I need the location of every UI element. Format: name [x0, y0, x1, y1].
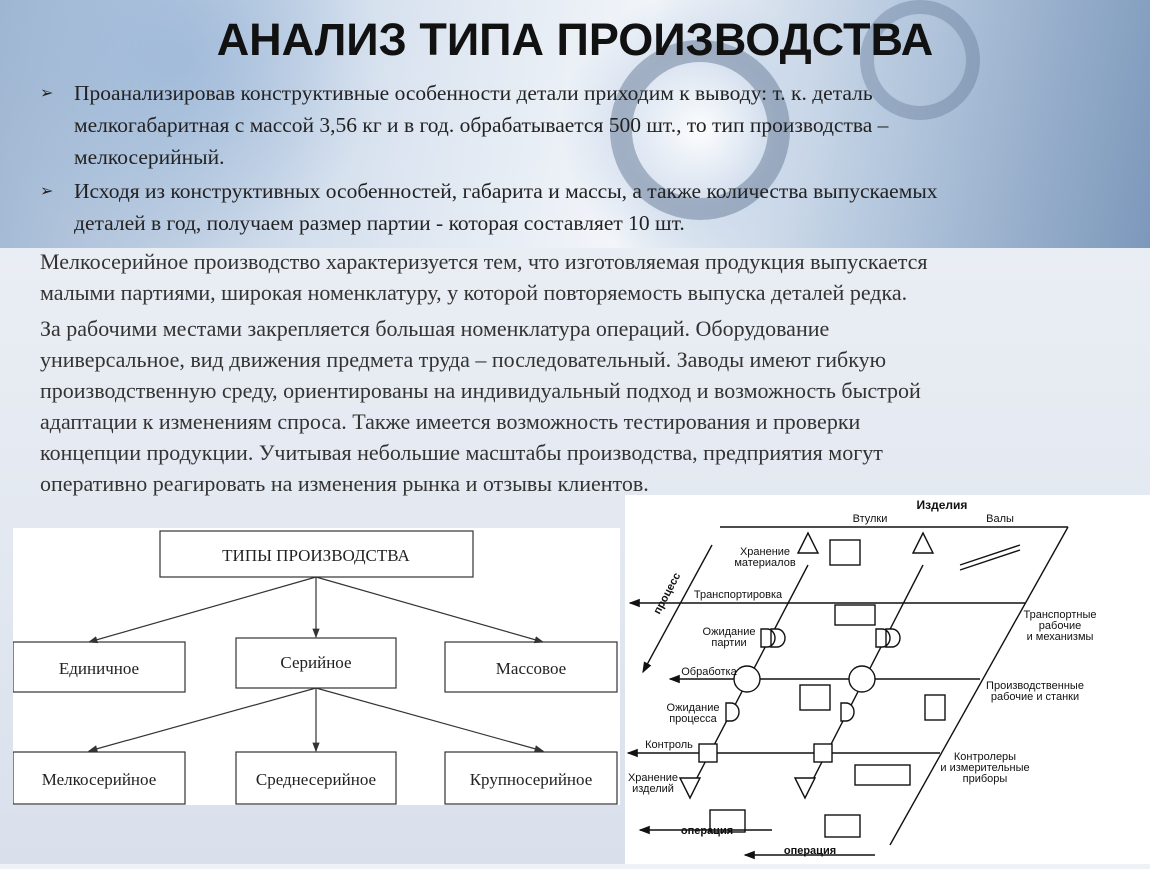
wait-batch-label: партии — [711, 637, 746, 649]
wait-process-label: процесса — [669, 713, 717, 725]
transport-label: Транспортировка — [694, 589, 783, 601]
transport-workers-label: и механизмы — [1027, 631, 1094, 643]
header-background-photo — [0, 0, 1150, 248]
product-shafts: Валы — [986, 513, 1014, 525]
operation-label-2: операция — [784, 845, 836, 857]
paragraph-line: малыми партиями, широкая номенклатуру, у… — [40, 280, 908, 305]
paragraph-1: Мелкосерийное производство характеризует… — [40, 246, 928, 308]
storage-materials-label: Хранение — [740, 546, 790, 558]
transport-workers-label: рабочие — [1039, 620, 1081, 632]
storage-materials-label: материалов — [734, 557, 796, 569]
storage-products-label: изделий — [632, 783, 674, 795]
paragraph-line: производственную среду, ориентированы на… — [40, 378, 921, 403]
bullet-1: ➢ Проанализировав конструктивные особенн… — [40, 77, 888, 173]
type-medium-serial: Среднесерийное — [256, 770, 376, 789]
production-workers-label: рабочие и станки — [991, 691, 1079, 703]
product-bushings: Втулки — [853, 513, 888, 525]
root-label: ТИПЫ ПРОИЗВОДСТВА — [222, 546, 410, 565]
arrow-bullet-icon: ➢ — [40, 181, 54, 200]
paragraph-line: универсальное, вид движения предмета тру… — [40, 347, 887, 372]
bullet-line: Проанализировав конструктивные особеннос… — [74, 81, 873, 105]
bullet-line: деталей в год, получаем размер партии - … — [74, 211, 685, 235]
paragraph-line: Мелкосерийное производство характеризует… — [40, 249, 928, 274]
products-label: Изделия — [917, 498, 968, 512]
processing-label: Обработка — [681, 666, 737, 678]
bullet-line: мелкогабаритная с массой 3,56 кг и в год… — [74, 113, 889, 137]
production-types-diagram: ТИПЫ ПРОИЗВОДСТВА Единичное Серийное Мас… — [12, 528, 620, 805]
type-large-serial: Крупносерийное — [470, 770, 593, 789]
process-label: процесс — [651, 571, 683, 616]
wait-process-label: Ожидание — [667, 702, 720, 714]
wait-batch-label: Ожидание — [703, 626, 756, 638]
storage-products-label: Хранение — [628, 772, 678, 784]
control-label: Контроль — [645, 739, 693, 751]
paragraph-2: За рабочими местами закрепляется большая… — [40, 313, 921, 499]
type-small-serial: Мелкосерийное — [42, 770, 157, 789]
slide-title: АНАЛИЗ ТИПА ПРОИЗВОДСТВА — [216, 14, 934, 65]
arrow-bullet-icon: ➢ — [40, 83, 54, 102]
bullet-line: мелкосерийный. — [74, 145, 225, 169]
transport-workers-label: Транспортные — [1024, 609, 1097, 621]
production-workers-label: Производственные — [986, 680, 1084, 692]
type-serial: Серийное — [280, 653, 351, 672]
bullet-line: Исходя из конструктивных особенностей, г… — [74, 179, 938, 203]
paragraph-line: адаптации к изменениям спроса. Также име… — [40, 409, 861, 434]
type-single: Единичное — [59, 659, 139, 678]
operation-label-1: операция — [681, 825, 733, 837]
paragraph-line: концепции продукции. Учитывая небольшие … — [40, 440, 883, 465]
paragraph-line: оперативно реагировать на изменения рынк… — [40, 471, 649, 496]
production-process-diagram: Изделия Втулки Валы процесс Хранение мат… — [625, 495, 1150, 864]
controllers-label: и измерительные — [940, 762, 1029, 774]
bullet-2: ➢ Исходя из конструктивных особенностей,… — [40, 175, 938, 239]
paragraph-line: За рабочими местами закрепляется большая… — [40, 316, 830, 341]
controllers-label: приборы — [963, 773, 1008, 785]
type-mass: Массовое — [496, 659, 566, 678]
controllers-label: Контролеры — [954, 751, 1016, 763]
